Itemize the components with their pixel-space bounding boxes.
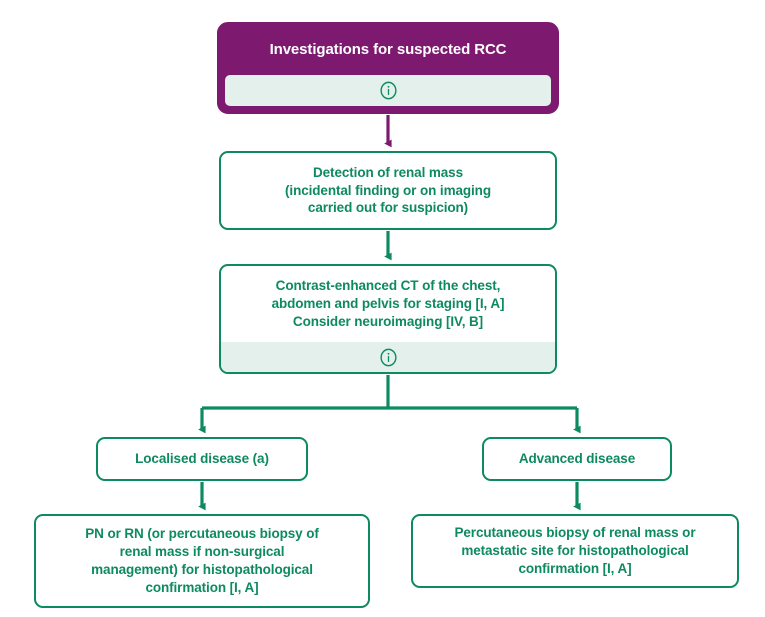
node-staging-line-2: abdomen and pelvis for staging [I, A] — [271, 296, 505, 312]
node-localised-treatment-line-2: renal mass if non-surgical — [119, 544, 285, 560]
node-localised-treatment-line-1: PN or RN (or percutaneous biopsy of — [85, 526, 319, 542]
connector-staging-to-branch — [198, 375, 581, 434]
info-circle-icon[interactable] — [378, 80, 399, 101]
node-investigations-header: Investigations for suspected RCC — [217, 22, 559, 114]
node-advanced-treatment-line-2: metastatic site for histopathological — [461, 543, 689, 559]
node-staging-line-1: Contrast-enhanced CT of the chest, — [275, 278, 501, 294]
node-advanced-treatment: Percutaneous biopsy of renal mass or met… — [411, 514, 739, 588]
node-detection-line-2: (incidental finding or on imaging — [285, 182, 491, 198]
node-advanced-disease: Advanced disease — [482, 437, 672, 481]
node-staging-line-3: Consider neuroimaging [IV, B] — [292, 313, 484, 329]
node-advanced-treatment-line-1: Percutaneous biopsy of renal mass or — [454, 525, 696, 541]
node-detection-line-1: Detection of renal mass — [313, 164, 463, 180]
node-localised-treatment-line-3: management) for histopathological — [91, 562, 313, 577]
node-detection-of-renal-mass: Detection of renal mass (incidental find… — [219, 151, 557, 230]
info-circle-icon[interactable] — [378, 347, 399, 368]
node-localised-treatment-line-4: confirmation [I, A] — [145, 579, 259, 595]
node-localised-disease: Localised disease (a) — [96, 437, 308, 481]
node-localised-treatment: PN or RN (or percutaneous biopsy of rena… — [34, 514, 370, 608]
staging-info-strip[interactable] — [221, 342, 555, 372]
node-detection-line-3: carried out for suspicion) — [307, 200, 469, 216]
node-advanced-label: Advanced disease — [518, 451, 636, 467]
node-header-label: Investigations for suspected RCC — [269, 40, 507, 58]
header-info-strip[interactable] — [225, 75, 551, 106]
node-localised-label: Localised disease (a) — [135, 451, 269, 467]
node-advanced-treatment-line-3: confirmation [I, A] — [518, 560, 632, 576]
node-detection-label: Detection of renal mass (incidental find… — [221, 153, 555, 228]
node-contrast-enhanced-ct-staging: Contrast-enhanced CT of the chest, abdom… — [219, 264, 557, 374]
node-staging-label: Contrast-enhanced CT of the chest, abdom… — [221, 266, 555, 342]
node-localised-treatment-label: PN or RN (or percutaneous biopsy of rena… — [36, 516, 368, 606]
node-advanced-treatment-label: Percutaneous biopsy of renal mass or met… — [413, 516, 737, 586]
